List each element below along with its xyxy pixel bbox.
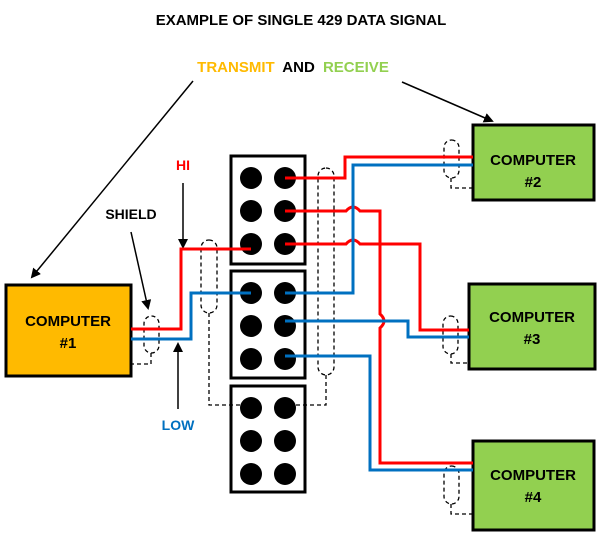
connector-pin <box>274 430 296 452</box>
subtitle-transmit: TRANSMIT <box>197 59 275 76</box>
hi-wire-computer-3 <box>285 238 469 332</box>
subtitle-receive: RECEIVE <box>323 59 389 76</box>
shield-computer-3 <box>442 315 459 355</box>
shield-ground-computer-4 <box>450 504 472 515</box>
computer-3-number: #3 <box>524 331 541 348</box>
hi-wire-computer-4 <box>285 205 473 465</box>
low-label: LOW <box>162 417 195 433</box>
connector-pin <box>240 397 262 419</box>
computer-1: COMPUTER #1 <box>4 283 133 378</box>
shield-arrow <box>130 231 152 310</box>
connector-pin <box>274 315 296 337</box>
computer-3: COMPUTER #3 <box>467 282 597 371</box>
computer-4-name: COMPUTER <box>490 467 576 484</box>
connector-pin <box>240 200 262 222</box>
hi-label: HI <box>176 157 190 173</box>
connector-pin <box>240 233 262 255</box>
connector-pin <box>240 348 262 370</box>
shield-ground-right <box>290 375 327 406</box>
hi-wires <box>131 155 473 465</box>
low-wire-computer-1 <box>131 291 251 341</box>
computer-2-number: #2 <box>525 174 542 191</box>
computer-1-number: #1 <box>60 335 77 352</box>
shield-ground-computer-2 <box>450 178 472 189</box>
shield-label: SHIELD <box>105 206 156 222</box>
subtitle-and: AND <box>282 59 315 76</box>
connector-block-2 <box>229 269 307 380</box>
connector-pin <box>274 463 296 485</box>
shield-ground-computer-3 <box>450 354 468 364</box>
computer-1-box <box>4 283 133 378</box>
computer-4: COMPUTER #4 <box>471 439 596 532</box>
shield-ground-left <box>208 313 245 406</box>
computer-3-name: COMPUTER <box>489 309 575 326</box>
low-wire-computer-2 <box>285 163 473 295</box>
diagram-title: EXAMPLE OF SINGLE 429 DATA SIGNAL <box>156 12 447 29</box>
transmit-arrow <box>30 80 194 279</box>
connector-blocks <box>229 154 307 494</box>
low-wires <box>131 163 473 472</box>
computer-4-box <box>471 439 596 532</box>
connector-pin <box>274 348 296 370</box>
computer-2-box <box>471 123 596 202</box>
shield-computer-2 <box>443 139 460 179</box>
computer-1-name: COMPUTER <box>25 313 111 330</box>
connector-pin <box>240 463 262 485</box>
low-wire-computer-4 <box>285 354 473 472</box>
shields <box>132 139 472 515</box>
connector-pin <box>240 167 262 189</box>
shield-trunk-right <box>317 167 335 376</box>
computer-4-number: #4 <box>525 489 542 506</box>
shield-ground-computer-1 <box>132 353 152 365</box>
shield-computer-4 <box>443 465 460 505</box>
computer-2-name: COMPUTER <box>490 152 576 169</box>
shield-computer-1 <box>143 315 160 354</box>
hi-wire-computer-2 <box>285 155 473 180</box>
subtitle: TRANSMIT AND RECEIVE <box>197 59 389 76</box>
connector-pin <box>240 430 262 452</box>
hi-wire-computer-1 <box>131 247 251 331</box>
connector-block-3 <box>229 384 307 494</box>
low-wire-computer-3 <box>285 319 469 339</box>
shield-trunk-left <box>200 239 218 314</box>
receive-arrow <box>401 81 494 123</box>
connector-pin <box>274 397 296 419</box>
computer-2: COMPUTER #2 <box>471 123 596 202</box>
computer-3-box <box>467 282 597 371</box>
connector-pin <box>240 315 262 337</box>
